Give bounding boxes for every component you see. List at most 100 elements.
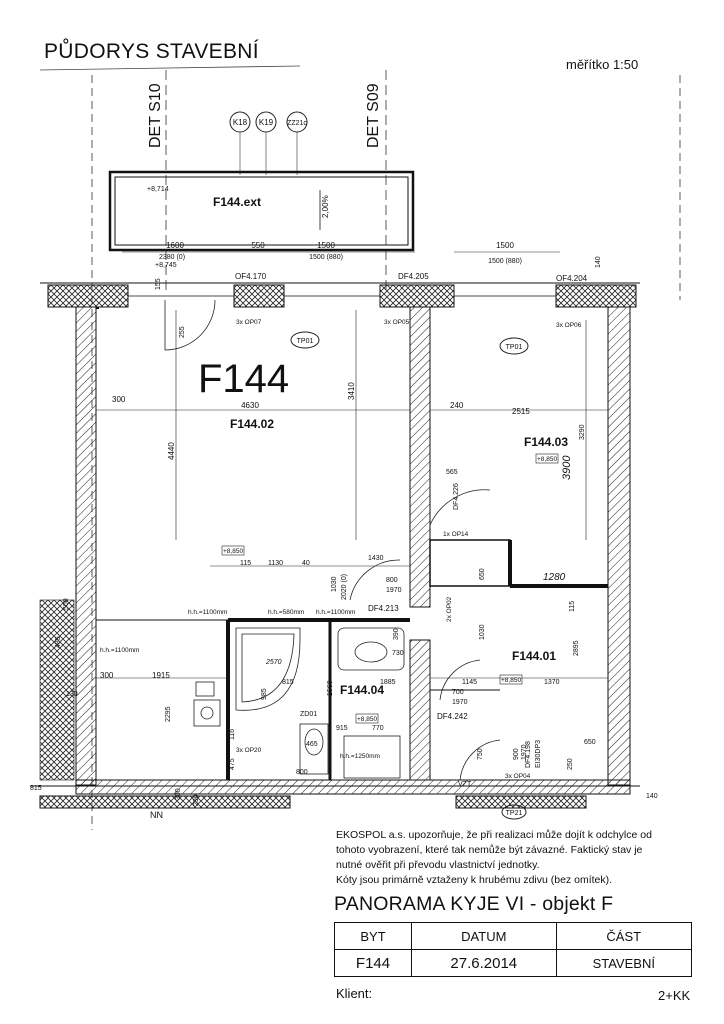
svg-text:h.h.=1100mm: h.h.=1100mm xyxy=(316,609,355,616)
outlet-labels: 3x OP07 3x OP05 3x OP06 1x OP14 2x OP02 … xyxy=(236,319,582,780)
room-label-main: F144.02 xyxy=(230,417,274,431)
svg-text:2380 (0): 2380 (0) xyxy=(159,254,185,261)
svg-text:+8,850: +8,850 xyxy=(357,716,377,723)
svg-text:155: 155 xyxy=(155,278,162,290)
svg-text:3x OP04: 3x OP04 xyxy=(505,773,531,780)
svg-text:DF4.242: DF4.242 xyxy=(437,712,468,721)
svg-text:1370: 1370 xyxy=(544,679,560,686)
tp-markers: TP01 TP01 TP21 xyxy=(290,331,529,820)
svg-text:565: 565 xyxy=(446,469,458,476)
main-dimension-values: 4630 4440 3410 300 255 155 240 2515 3290… xyxy=(112,278,586,476)
svg-text:1030: 1030 xyxy=(331,576,338,592)
client-label: Klient: xyxy=(336,986,373,1001)
facade-wall xyxy=(40,282,640,308)
svg-text:4440: 4440 xyxy=(167,442,176,460)
svg-text:3x OP05: 3x OP05 xyxy=(384,319,410,326)
svg-text:DF4.198: DF4.198 xyxy=(525,741,532,768)
value-datum: 27.6.2014 xyxy=(411,949,557,977)
svg-text:+8,745: +8,745 xyxy=(155,262,177,269)
window-of4204: OF4.204 xyxy=(556,274,588,283)
svg-text:+8,850: +8,850 xyxy=(537,456,557,463)
svg-text:ZD01: ZD01 xyxy=(300,711,317,718)
svg-text:DF4.226: DF4.226 xyxy=(453,483,460,510)
svg-text:390: 390 xyxy=(393,628,400,640)
balcony-dimensions: 1600 550 1500 2380 (0) 1500 (880) 1500 1… xyxy=(122,241,602,269)
svg-text:1500 (880): 1500 (880) xyxy=(488,258,522,265)
axis-k19: K19 xyxy=(259,118,274,127)
height-labels: h.h.=1100mm h.h.=580mm h.h.=1100mm h.h.=… xyxy=(100,609,380,760)
svg-text:700: 700 xyxy=(452,689,464,696)
room-label-hall: F144.01 xyxy=(512,649,556,663)
svg-text:TP21: TP21 xyxy=(506,810,523,817)
svg-text:3900: 3900 xyxy=(561,455,573,480)
svg-text:115: 115 xyxy=(240,560,251,567)
title-underline xyxy=(39,65,301,71)
svg-text:1130: 1130 xyxy=(268,560,283,567)
svg-text:40: 40 xyxy=(302,560,310,567)
svg-text:3x OP20: 3x OP20 xyxy=(236,747,262,754)
room-label-ext: F144.ext xyxy=(213,195,261,209)
svg-text:800: 800 xyxy=(386,577,398,584)
svg-text:1915: 1915 xyxy=(152,671,170,680)
axis-k18: K18 xyxy=(233,118,248,127)
bathroom-fixtures xyxy=(193,627,405,779)
section-label-s09: DET S09 xyxy=(365,83,382,148)
svg-text:115: 115 xyxy=(569,601,576,612)
window-of4170: OF4.170 xyxy=(235,272,267,281)
header-cast: ČÁST xyxy=(555,922,693,950)
svg-text:+8,850: +8,850 xyxy=(501,677,521,684)
svg-text:770: 770 xyxy=(372,725,384,732)
svg-text:140: 140 xyxy=(646,793,658,800)
svg-text:1430: 1430 xyxy=(368,555,384,562)
svg-text:1x OP14: 1x OP14 xyxy=(443,531,469,538)
header-datum: DATUM xyxy=(411,922,557,950)
svg-text:DF4.213: DF4.213 xyxy=(368,604,399,613)
room-label-bath: F144.04 xyxy=(340,683,384,697)
svg-text:116: 116 xyxy=(229,729,236,740)
svg-text:300: 300 xyxy=(175,788,182,800)
svg-text:1600: 1600 xyxy=(166,241,184,250)
svg-text:1500 (880): 1500 (880) xyxy=(309,254,343,261)
value-cast: STAVEBNÍ xyxy=(555,949,693,977)
svg-text:1500: 1500 xyxy=(496,241,514,250)
svg-text:3290: 3290 xyxy=(579,424,586,440)
door-tags: DF4.226 DF4.213 DF4.242 DF4.198 EI30DP3 xyxy=(368,483,542,768)
svg-text:1145: 1145 xyxy=(462,679,477,686)
svg-text:TP01: TP01 xyxy=(297,338,314,345)
section-label-s10: DET S10 xyxy=(147,83,164,148)
svg-text:915: 915 xyxy=(336,725,348,732)
svg-text:730: 730 xyxy=(392,650,404,657)
unit-label: F144 xyxy=(198,357,289,401)
unit-type: 2+KK xyxy=(658,988,691,1003)
svg-text:h.h.=1100mm: h.h.=1100mm xyxy=(100,647,139,654)
svg-text:h.h.=580mm: h.h.=580mm xyxy=(268,609,304,616)
svg-text:2x OP02: 2x OP02 xyxy=(446,596,453,622)
svg-text:2020 (0): 2020 (0) xyxy=(341,574,348,600)
svg-text:TP01: TP01 xyxy=(506,344,523,351)
svg-text:1030: 1030 xyxy=(479,624,486,640)
svg-text:h.h.=1250mm: h.h.=1250mm xyxy=(340,753,380,760)
disclaimer-note: EKOSPOL a.s. upozorňuje, že při realizac… xyxy=(336,828,676,888)
svg-text:985: 985 xyxy=(261,688,268,700)
svg-text:815: 815 xyxy=(282,679,294,686)
svg-text:2895: 2895 xyxy=(573,640,580,656)
svg-text:255: 255 xyxy=(179,326,186,338)
door-df4205: DF4.205 xyxy=(398,272,429,281)
floor-plan: DET S10 DET S09 K18 K19 ZZ21c F144.ext +… xyxy=(30,65,681,830)
header-byt: BYT xyxy=(333,922,413,950)
disclaimer-line: tohoto vyobrazení, které tak nemůže být … xyxy=(336,844,643,856)
title-block-table: BYT DATUM ČÁST F144 27.6.2014 STAVEBNÍ xyxy=(333,922,693,977)
drawing-title: PŮDORYS STAVEBNÍ xyxy=(44,40,259,63)
bottom-band: NN VZT xyxy=(30,781,640,820)
svg-text:1970: 1970 xyxy=(452,699,468,706)
disclaimer-line: EKOSPOL a.s. upozorňuje, že při realizac… xyxy=(336,829,652,841)
svg-text:300: 300 xyxy=(100,671,114,680)
svg-text:750: 750 xyxy=(477,748,484,760)
svg-text:2570: 2570 xyxy=(265,659,282,666)
project-name: PANORAMA KYJE VI - objekt F xyxy=(334,893,614,915)
svg-text:h.h.=1100mm: h.h.=1100mm xyxy=(188,609,227,616)
svg-text:+8,850: +8,850 xyxy=(223,548,243,555)
disclaimer-line: Kóty jsou primárně vztaženy k hrubému zd… xyxy=(336,874,613,886)
svg-text:VZT: VZT xyxy=(458,781,472,788)
svg-text:900: 900 xyxy=(513,748,520,760)
